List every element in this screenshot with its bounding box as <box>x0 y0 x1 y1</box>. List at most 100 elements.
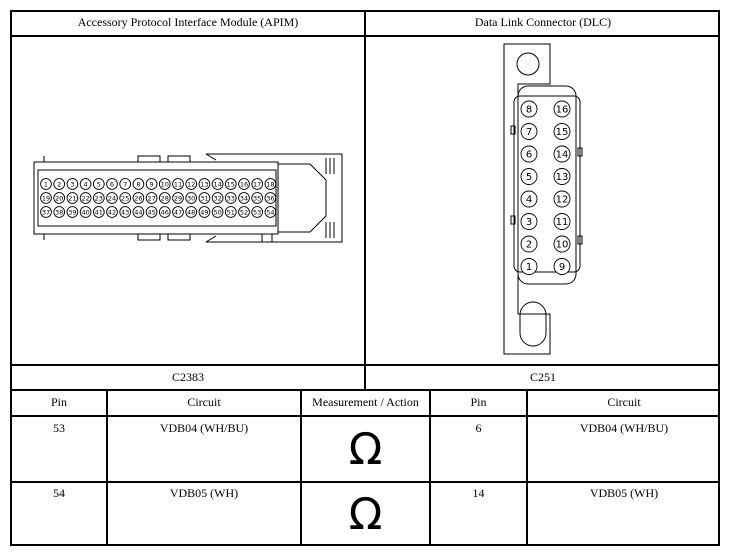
dlc-pin-11-label: 11 <box>556 217 569 228</box>
dlc-pin-3-label: 3 <box>526 217 532 228</box>
apim-pin-8-circle <box>132 178 145 190</box>
dlc-connector-id: C251 <box>529 370 556 384</box>
apim-pin-41-circle <box>92 206 105 218</box>
apim-pin-26-label: 26 <box>134 194 142 202</box>
apim-pin-42-circle <box>106 206 118 218</box>
apim-pin-7-circle <box>119 178 132 190</box>
apim-pin-26-circle <box>132 192 145 204</box>
apim-pin-54-circle <box>264 206 277 218</box>
col-divider-2 <box>300 389 302 546</box>
apim-pin-17-circle <box>251 178 264 190</box>
apim-pin-31-label: 31 <box>200 194 208 202</box>
apim-pin-10-label: 10 <box>161 180 169 188</box>
dlc-pin-4-circle <box>520 190 538 208</box>
apim-pin-12-circle <box>185 178 198 190</box>
dlc-pin-13-circle <box>553 168 571 185</box>
apim-pin-19-label: 19 <box>42 194 50 202</box>
apim-pin-8-label: 8 <box>136 180 140 188</box>
apim-pin-48-label: 48 <box>187 208 195 216</box>
apim-pin-5-label: 5 <box>97 180 101 188</box>
apim-pin-38-label: 38 <box>55 208 63 216</box>
apim-pin-11-circle <box>172 178 184 190</box>
header-pin-left: Pin <box>50 395 67 409</box>
apim-pin-3-label: 3 <box>70 180 74 188</box>
dlc-pin-2-label: 2 <box>526 240 532 251</box>
dlc-pin-12-label: 12 <box>556 195 569 206</box>
apim-pin-23-circle <box>92 192 105 204</box>
apim-pin-23-label: 23 <box>95 194 103 202</box>
apim-pin-34-label: 34 <box>240 194 248 202</box>
apim-pin-43-label: 43 <box>121 208 129 216</box>
apim-pin-5-circle <box>92 178 105 190</box>
apim-pin-1-label: 1 <box>44 180 48 188</box>
apim-pin-32-label: 32 <box>213 194 221 202</box>
apim-pin-48-circle <box>185 206 198 218</box>
dlc-pin-16-label: 16 <box>556 105 569 116</box>
apim-pin-35-circle <box>251 192 264 204</box>
dlc-pin-9-label: 9 <box>559 262 565 273</box>
dlc-pin-10-label: 10 <box>556 240 569 251</box>
table-row-divider <box>10 481 720 483</box>
apim-pin-50-label: 50 <box>213 208 221 216</box>
apim-pin-16-circle <box>238 178 250 190</box>
apim-pin-53-label: 53 <box>253 208 261 216</box>
dlc-pin-1-circle <box>520 258 538 275</box>
apim-pin-2-circle <box>53 178 66 190</box>
apim-pin-51-circle <box>224 206 237 218</box>
apim-pin-51-label: 51 <box>227 208 235 216</box>
apim-pin-31-circle <box>198 192 211 204</box>
apim-pin-40-circle <box>79 206 92 218</box>
header-measurement: Measurement / Action <box>312 395 419 409</box>
dlc-pin-8-circle <box>520 100 538 118</box>
apim-pin-41-label: 41 <box>95 208 103 216</box>
apim-pin-14-label: 14 <box>213 180 221 188</box>
apim-pin-10-circle <box>158 178 171 190</box>
apim-pin-36-label: 36 <box>266 194 274 202</box>
apim-pin-25-circle <box>119 192 132 204</box>
dlc-pin-8-label: 8 <box>526 105 532 116</box>
apim-pin-22-circle <box>79 192 92 204</box>
apim-pin-15-circle <box>224 178 237 190</box>
apim-pin-25-label: 25 <box>121 194 129 202</box>
apim-pin-49-label: 49 <box>200 208 208 216</box>
apim-pin-47-circle <box>172 206 184 218</box>
row1-pin-left: 53 <box>53 421 65 435</box>
dlc-pin-6-label: 6 <box>526 150 532 161</box>
apim-pin-3-circle <box>66 178 79 190</box>
dlc-pin-9-circle <box>553 258 571 275</box>
apim-pin-30-circle <box>185 192 198 204</box>
dlc-pin-3-circle <box>520 213 538 230</box>
apim-pin-12-label: 12 <box>187 180 195 188</box>
apim-pin-45-circle <box>145 206 158 218</box>
apim-pin-37-label: 37 <box>42 208 50 216</box>
dlc-pin-10-circle <box>553 235 571 253</box>
apim-pin-39-label: 39 <box>68 208 76 216</box>
apim-pin-53-circle <box>251 206 264 218</box>
apim-pin-37-circle <box>40 206 52 218</box>
apim-pin-7-label: 7 <box>123 180 127 188</box>
center-divider <box>364 10 366 390</box>
apim-pin-17-label: 17 <box>253 180 261 188</box>
apim-pin-18-label: 18 <box>266 180 274 188</box>
row2-ohm-icon: Ω <box>348 489 383 540</box>
dlc-pin-7-circle <box>520 123 538 140</box>
apim-pin-35-label: 35 <box>253 194 261 202</box>
apim-pin-29-circle <box>172 192 184 204</box>
dlc-pin-12-circle <box>553 190 571 208</box>
apim-pin-30-label: 30 <box>187 194 195 202</box>
apim-pin-46-label: 46 <box>161 208 169 216</box>
apim-pin-46-circle <box>158 206 171 218</box>
apim-pin-43-circle <box>119 206 132 218</box>
dlc-pin-5-label: 5 <box>526 172 532 183</box>
apim-pin-21-circle <box>66 192 79 204</box>
dlc-pin-5-circle <box>520 168 538 185</box>
apim-pin-20-circle <box>53 192 66 204</box>
apim-pin-15-label: 15 <box>227 180 235 188</box>
apim-pin-50-circle <box>211 206 224 218</box>
row1-ohm-icon: Ω <box>348 424 383 475</box>
apim-pin-27-label: 27 <box>147 194 155 202</box>
row2-circuit-right: VDB05 (WH) <box>589 486 659 500</box>
apim-pin-28-label: 28 <box>161 194 169 202</box>
apim-pin-34-circle <box>238 192 250 204</box>
row2-pin-right: 14 <box>472 486 485 500</box>
